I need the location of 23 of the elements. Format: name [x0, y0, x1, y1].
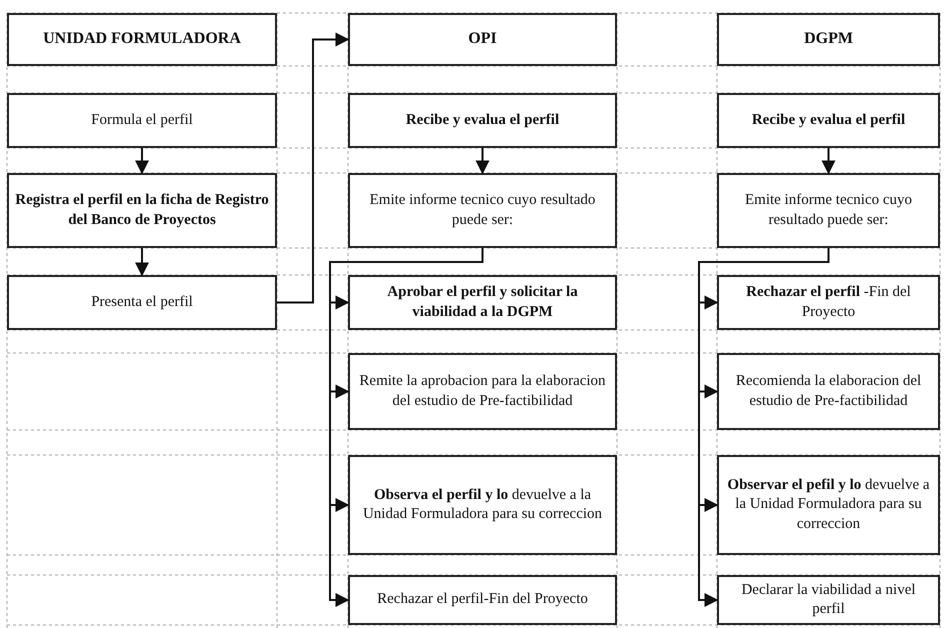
arrow — [822, 148, 836, 174]
process-box: Recibe y evalua el perfil — [717, 93, 940, 148]
process-box: Aprobar el perfil y solicitar la viabilidad a la DGPM — [348, 275, 617, 330]
process-box: Rechazar el perfil -Fin del Proyecto — [717, 275, 940, 330]
process-box: Emite informe tecnico cuyo resultado puede ser: — [717, 173, 940, 248]
process-box: Presenta el perfil — [7, 275, 277, 330]
process-box: Formula el perfil — [7, 93, 277, 148]
process-box: Recibe y evalua el perfil — [348, 93, 617, 148]
arrow — [476, 148, 490, 174]
column-header: OPI — [348, 13, 617, 66]
arrow — [277, 32, 350, 304]
process-box: Declarar la viabilidad a nivel perfil — [717, 575, 940, 625]
process-box: Remite la aprobacion para la elaboracion del estudio de Pre-factibilidad — [348, 353, 617, 430]
arrow — [135, 248, 149, 276]
arrow — [135, 148, 149, 174]
process-box: Observa el perfil y lo devuelve a la Unidad Formuladora para su correccion — [348, 455, 617, 555]
process-box: Emite informe tecnico cuyo resultado puede ser: — [348, 173, 617, 248]
process-box: Registra el perfil en la ficha de Registro del Banco de Proyectos — [7, 173, 277, 248]
process-box: Observar el pefil y lo devuelve a la Unidad Formuladora para su correccion — [717, 455, 940, 555]
column-header: UNIDAD FORMULADORA — [7, 13, 277, 66]
process-box: Recomienda la elaboracion del estudio de Pre-factibilidad — [717, 353, 940, 430]
column-header: DGPM — [717, 13, 940, 66]
process-box: Rechazar el perfil-Fin del Proyecto — [348, 575, 617, 625]
